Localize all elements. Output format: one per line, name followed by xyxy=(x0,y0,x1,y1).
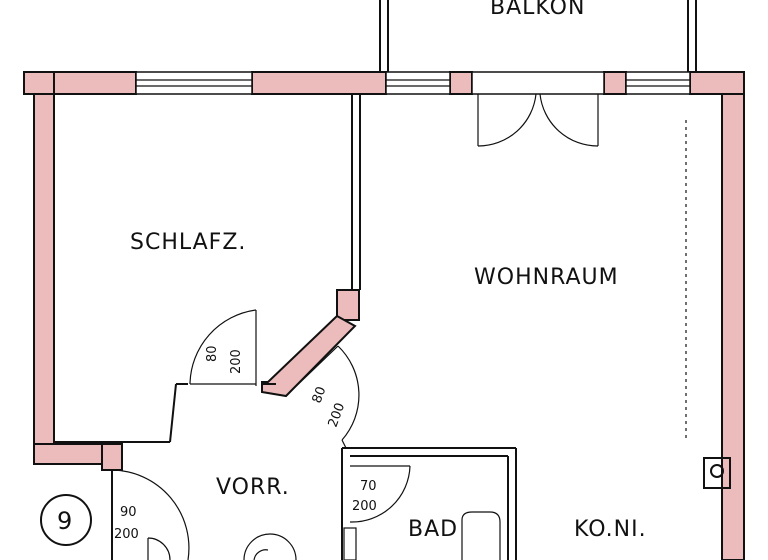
balcony xyxy=(379,0,697,72)
unit-number: 9 xyxy=(57,507,72,535)
label-wohnraum: WOHNRAUM xyxy=(474,265,619,290)
door-entry-width: 90 xyxy=(120,505,137,520)
door-schlafz-height: 200 xyxy=(229,349,244,374)
door-wohnraum-height: 200 xyxy=(326,401,349,429)
door-entry xyxy=(111,469,297,560)
label-vorr: VORR. xyxy=(216,475,290,500)
window-wohnraum-left xyxy=(385,71,451,95)
label-balkon: BALKON xyxy=(490,0,585,20)
shaft-symbol xyxy=(703,457,731,489)
label-schlafz: SCHLAFZ. xyxy=(130,230,246,255)
exterior-walls xyxy=(23,71,745,560)
label-bad: BAD xyxy=(408,517,458,542)
door-schlafz-width: 80 xyxy=(205,345,220,362)
window-schlafz xyxy=(135,71,253,95)
door-bad xyxy=(343,465,411,560)
bathtub xyxy=(461,511,501,560)
door-bad-width: 70 xyxy=(360,479,377,494)
door-schlafz xyxy=(189,309,257,386)
door-wohnraum xyxy=(287,345,360,449)
door-wohnraum-width: 80 xyxy=(310,385,330,406)
unit-number-badge: 9 xyxy=(40,494,92,546)
interior-walls xyxy=(54,94,517,560)
label-koni: KO.NI. xyxy=(574,517,647,542)
window-wohnraum-right xyxy=(625,71,691,95)
balcony-door xyxy=(471,71,605,147)
door-bad-height: 200 xyxy=(352,499,377,514)
door-entry-height: 200 xyxy=(114,527,139,542)
